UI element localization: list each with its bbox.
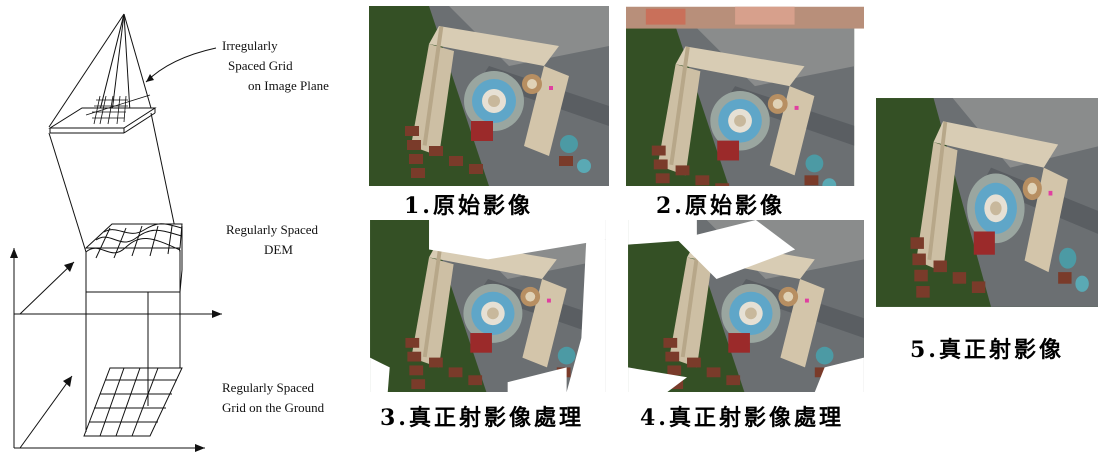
aerial-photo-original-2: [626, 6, 864, 186]
caption-processed-4: 4.真正射影像處理: [640, 405, 844, 431]
orthorectification-diagram: [10, 13, 222, 452]
aerial-photo-processed-4: [628, 220, 864, 392]
aerial-photo-true-ortho: [876, 98, 1098, 312]
label-ground-grid: Regularly Spaced Grid on the Ground: [222, 380, 325, 415]
label-dem: Regularly Spaced DEM: [226, 222, 319, 257]
aerial-photo-original-1: [369, 6, 609, 186]
aerial-photo-processed-3: [370, 220, 606, 392]
caption-original-2: 2.原始影像: [656, 193, 785, 219]
caption-original-1: 1.原始影像: [404, 193, 533, 219]
label-image-plane: Irregularly Spaced Grid on Image Plane: [222, 38, 329, 93]
caption-processed-3: 3.真正射影像處理: [380, 405, 584, 431]
caption-true-ortho: 5.真正射影像: [910, 337, 1064, 363]
